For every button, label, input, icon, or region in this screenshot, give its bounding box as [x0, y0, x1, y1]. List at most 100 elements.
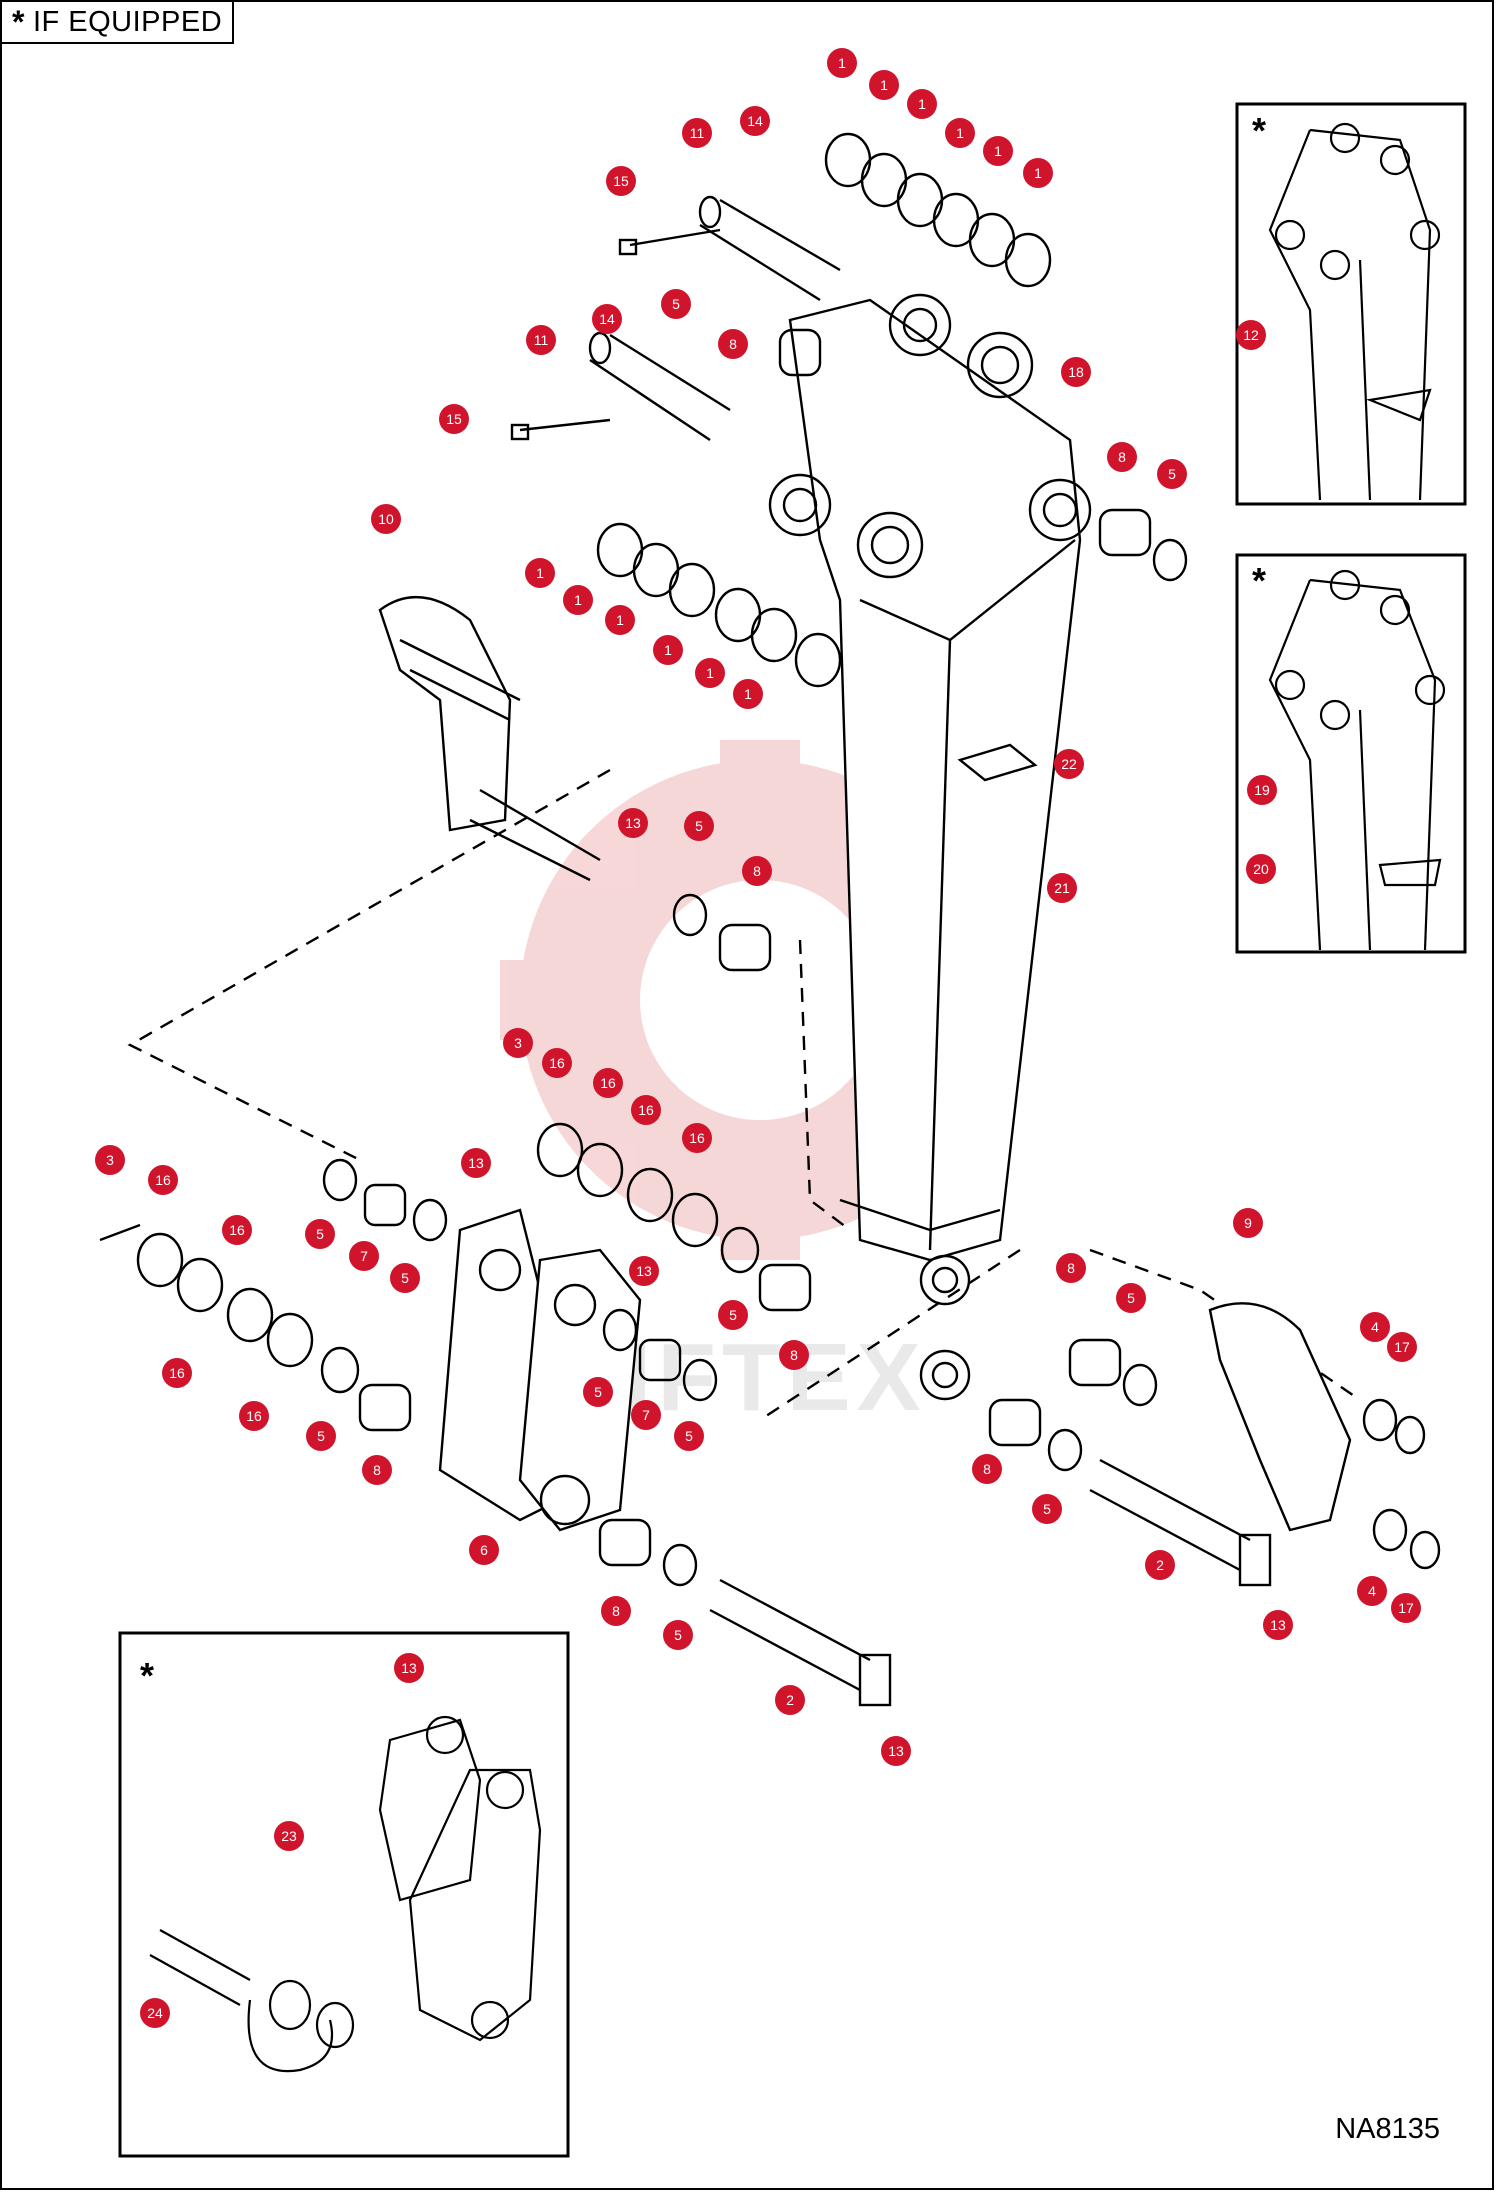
callout-part-24[interactable]: 24 — [140, 1998, 170, 2028]
callout-part-13[interactable]: 13 — [629, 1256, 659, 1286]
callout-part-5[interactable]: 5 — [306, 1421, 336, 1451]
callout-part-5[interactable]: 5 — [684, 811, 714, 841]
callout-number: 7 — [360, 1248, 368, 1264]
callout-number: 4 — [1368, 1583, 1376, 1599]
callout-part-15[interactable]: 15 — [606, 166, 636, 196]
callout-part-17[interactable]: 17 — [1391, 1593, 1421, 1623]
callout-part-8[interactable]: 8 — [362, 1455, 392, 1485]
callout-part-1[interactable]: 1 — [869, 70, 899, 100]
callout-part-5[interactable]: 5 — [663, 1620, 693, 1650]
callout-badge — [718, 1300, 748, 1330]
callout-part-5[interactable]: 5 — [390, 1263, 420, 1293]
callout-part-7[interactable]: 7 — [631, 1400, 661, 1430]
callout-part-8[interactable]: 8 — [1107, 442, 1137, 472]
callout-part-19[interactable]: 19 — [1247, 775, 1277, 805]
callout-part-16[interactable]: 16 — [148, 1165, 178, 1195]
callout-number: 5 — [685, 1428, 693, 1444]
callout-part-7[interactable]: 7 — [349, 1241, 379, 1271]
callout-part-8[interactable]: 8 — [601, 1596, 631, 1626]
callout-part-14[interactable]: 14 — [592, 304, 622, 334]
callout-part-12[interactable]: 12 — [1236, 320, 1266, 350]
callout-number: 16 — [689, 1130, 705, 1146]
callout-part-5[interactable]: 5 — [1116, 1283, 1146, 1313]
callout-part-5[interactable]: 5 — [583, 1377, 613, 1407]
callout-part-5[interactable]: 5 — [661, 289, 691, 319]
callout-badge — [972, 1454, 1002, 1484]
asterisk-marker: * — [12, 3, 25, 40]
callout-part-10[interactable]: 10 — [371, 504, 401, 534]
callout-number: 8 — [1118, 449, 1126, 465]
callout-number: 8 — [983, 1461, 991, 1477]
callout-part-16[interactable]: 16 — [222, 1215, 252, 1245]
callout-part-4[interactable]: 4 — [1360, 1312, 1390, 1342]
callout-part-17[interactable]: 17 — [1387, 1332, 1417, 1362]
callout-part-15[interactable]: 15 — [439, 404, 469, 434]
callout-part-20[interactable]: 20 — [1246, 854, 1276, 884]
callout-part-1[interactable]: 1 — [733, 679, 763, 709]
callout-part-2[interactable]: 2 — [775, 1685, 805, 1715]
callout-part-5[interactable]: 5 — [674, 1421, 704, 1451]
callout-part-8[interactable]: 8 — [1056, 1253, 1086, 1283]
callout-part-16[interactable]: 16 — [542, 1048, 572, 1078]
callout-part-1[interactable]: 1 — [983, 136, 1013, 166]
callout-part-5[interactable]: 5 — [718, 1300, 748, 1330]
callout-part-13[interactable]: 13 — [618, 808, 648, 838]
callout-part-1[interactable]: 1 — [695, 658, 725, 688]
callout-part-1[interactable]: 1 — [827, 48, 857, 78]
callout-badge — [526, 325, 556, 355]
callout-part-8[interactable]: 8 — [718, 329, 748, 359]
callout-part-1[interactable]: 1 — [563, 585, 593, 615]
callout-part-5[interactable]: 5 — [1032, 1494, 1062, 1524]
callout-part-18[interactable]: 18 — [1061, 357, 1091, 387]
callout-part-16[interactable]: 16 — [162, 1358, 192, 1388]
callout-number: 13 — [1270, 1617, 1286, 1633]
callout-number: 16 — [169, 1365, 185, 1381]
callout-part-13[interactable]: 13 — [1263, 1610, 1293, 1640]
callout-part-8[interactable]: 8 — [972, 1454, 1002, 1484]
callout-part-8[interactable]: 8 — [742, 856, 772, 886]
callout-part-1[interactable]: 1 — [1023, 158, 1053, 188]
callout-badge — [306, 1421, 336, 1451]
callout-part-16[interactable]: 16 — [631, 1095, 661, 1125]
callout-part-21[interactable]: 21 — [1047, 873, 1077, 903]
callout-part-13[interactable]: 13 — [461, 1148, 491, 1178]
callout-number: 8 — [373, 1462, 381, 1478]
callout-part-1[interactable]: 1 — [525, 558, 555, 588]
callout-part-1[interactable]: 1 — [907, 89, 937, 119]
callout-part-5[interactable]: 5 — [305, 1219, 335, 1249]
callout-part-3[interactable]: 3 — [503, 1028, 533, 1058]
callout-part-16[interactable]: 16 — [682, 1123, 712, 1153]
callout-part-5[interactable]: 5 — [1157, 459, 1187, 489]
bucket-link-inset — [149, 1715, 542, 2073]
callout-part-14[interactable]: 14 — [740, 106, 770, 136]
callout-part-1[interactable]: 1 — [945, 118, 975, 148]
washer-stack-top — [824, 132, 1052, 288]
callout-part-11[interactable]: 11 — [526, 325, 556, 355]
callout-part-1[interactable]: 1 — [605, 605, 635, 635]
callout-badge — [733, 679, 763, 709]
callout-number: 8 — [612, 1603, 620, 1619]
callout-number: 16 — [549, 1055, 565, 1071]
callout-part-23[interactable]: 23 — [274, 1821, 304, 1851]
callout-part-4[interactable]: 4 — [1357, 1576, 1387, 1606]
callout-badge — [1391, 1593, 1421, 1623]
callout-part-16[interactable]: 16 — [593, 1068, 623, 1098]
callout-part-9[interactable]: 9 — [1233, 1208, 1263, 1238]
callout-badge — [394, 1653, 424, 1683]
callout-part-2[interactable]: 2 — [1145, 1550, 1175, 1580]
callout-part-8[interactable]: 8 — [779, 1340, 809, 1370]
callout-part-1[interactable]: 1 — [653, 635, 683, 665]
callout-part-16[interactable]: 16 — [239, 1401, 269, 1431]
callout-part-13[interactable]: 13 — [394, 1653, 424, 1683]
callout-part-3[interactable]: 3 — [95, 1145, 125, 1175]
callout-badge — [1054, 749, 1084, 779]
callout-number: 6 — [480, 1542, 488, 1558]
callout-part-22[interactable]: 22 — [1054, 749, 1084, 779]
callout-part-6[interactable]: 6 — [469, 1535, 499, 1565]
callout-part-13[interactable]: 13 — [881, 1736, 911, 1766]
arm-assembly — [768, 293, 1092, 1401]
callout-badge — [503, 1028, 533, 1058]
callout-number: 16 — [229, 1222, 245, 1238]
callout-part-11[interactable]: 11 — [682, 118, 712, 148]
callout-badge — [162, 1358, 192, 1388]
